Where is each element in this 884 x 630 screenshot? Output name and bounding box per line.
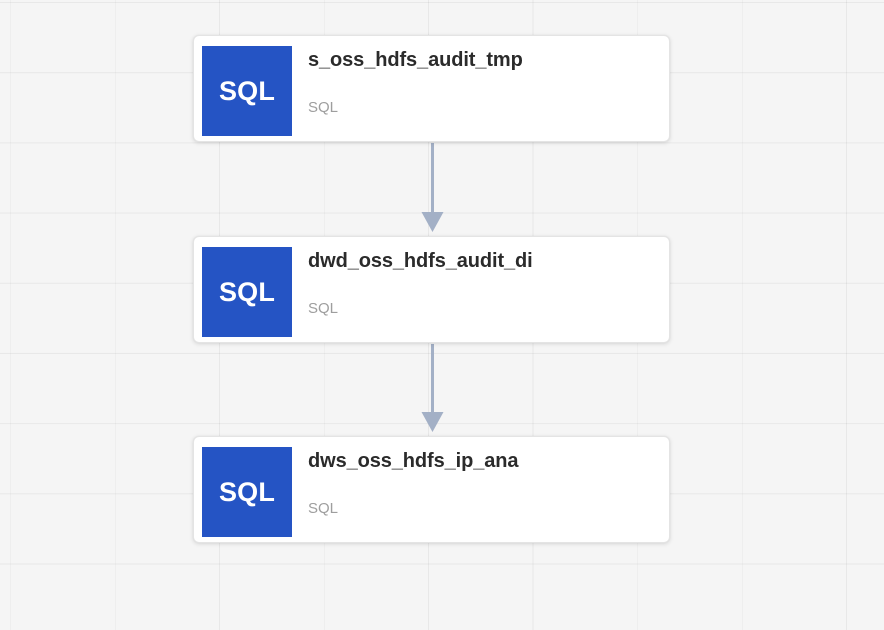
node-subtitle: SQL [308,300,339,317]
node-content: dws_oss_hdfs_ip_ana SQL [292,437,669,518]
graph-node-dwd-oss-hdfs-audit-di[interactable]: SQL dwd_oss_hdfs_audit_di SQL [193,236,670,343]
node-title: s_oss_hdfs_audit_tmp [308,49,523,71]
graph-node-dws-oss-hdfs-ip-ana[interactable]: SQL dws_oss_hdfs_ip_ana SQL [193,436,670,543]
sql-type-icon: SQL [202,247,292,337]
node-title: dws_oss_hdfs_ip_ana [308,450,519,472]
graph-node-s-oss-hdfs-audit-tmp[interactable]: SQL s_oss_hdfs_audit_tmp SQL [193,35,670,142]
edge-node0-to-node1 [421,143,444,232]
node-content: s_oss_hdfs_audit_tmp SQL [292,36,669,117]
sql-type-icon: SQL [202,447,292,537]
sql-type-icon: SQL [202,46,292,136]
edge-node1-to-node2 [421,344,444,432]
node-title: dwd_oss_hdfs_audit_di [308,250,533,272]
node-subtitle: SQL [308,500,339,517]
node-subtitle: SQL [308,99,339,116]
node-content: dwd_oss_hdfs_audit_di SQL [292,237,669,318]
